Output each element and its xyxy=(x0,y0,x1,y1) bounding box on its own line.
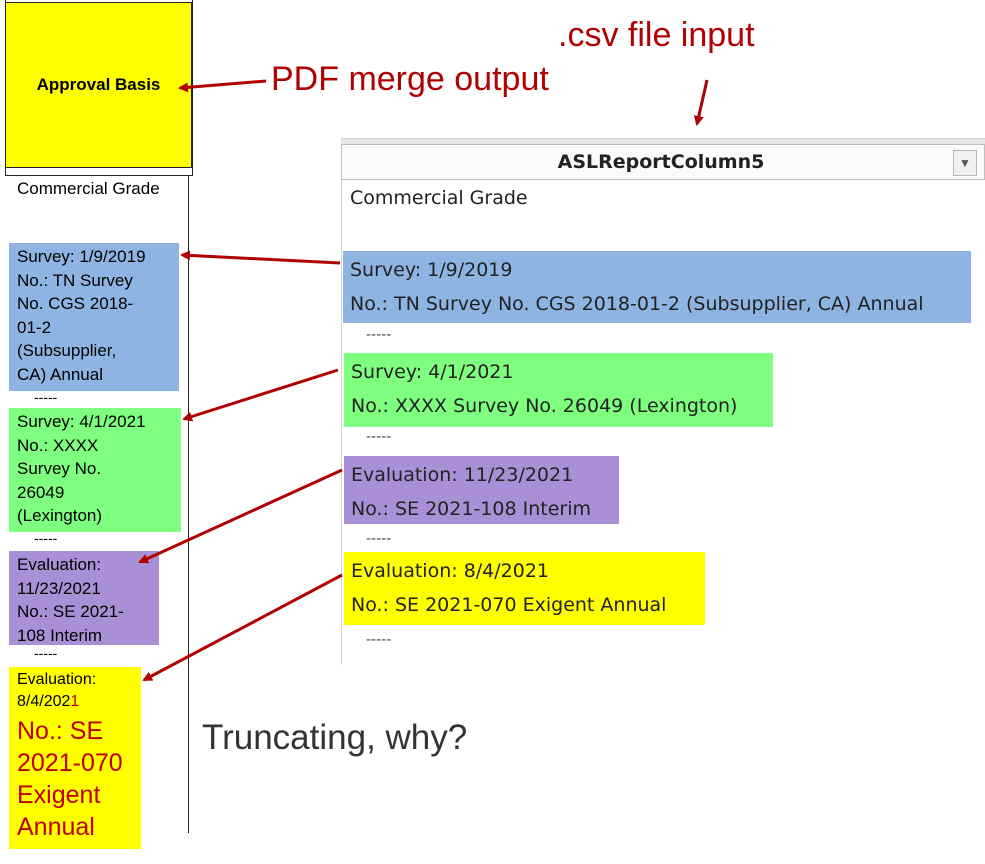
pdf-output-annotation: PDF merge output xyxy=(271,60,549,98)
pdf-line: No. CGS 2018- xyxy=(17,294,134,313)
pdf-line: Survey: 4/1/2021 xyxy=(17,412,146,431)
column-header-cell[interactable] xyxy=(341,144,985,180)
spreadsheet-top-strip xyxy=(341,138,985,145)
pdf-cell-border xyxy=(188,176,189,833)
csv-separator: ----- xyxy=(366,531,392,547)
pdf-line: No.: TN Survey xyxy=(17,270,133,290)
csv-line: No.: SE 2021-070 Exigent Annual xyxy=(351,594,667,616)
pdf-line: Exigent xyxy=(17,781,101,809)
column-header-label: ASLReportColumn5 xyxy=(557,151,765,173)
arrow-block-4 xyxy=(142,573,343,682)
arrow-csv-to-column xyxy=(693,79,709,126)
csv-line: No.: TN Survey No. CGS 2018-01-2 (Subsup… xyxy=(350,293,924,315)
csv-survey-block-1: Survey: 1/9/2019 No.: TN Survey No. CGS … xyxy=(343,251,971,323)
pdf-evaluation-block-2: Evaluation: 8/4/2021 No.: SE 2021-070 Ex… xyxy=(9,667,141,849)
pdf-line: No.: XXXX xyxy=(17,435,99,455)
pdf-truncated-text: No.: SE 2021-070 Exigent Annual xyxy=(17,715,141,843)
csv-line: No.: XXXX Survey No. 26049 (Lexington) xyxy=(351,395,738,417)
csv-separator: ----- xyxy=(366,632,392,648)
pdf-line: 2021-070 xyxy=(17,749,123,777)
pdf-line: Survey No. xyxy=(17,459,102,478)
arrow-block-2 xyxy=(182,368,339,422)
pdf-header-label: Approval Basis xyxy=(36,75,161,94)
csv-line: Evaluation: 11/23/2021 xyxy=(351,464,574,486)
pdf-line: (Subsupplier, xyxy=(17,341,117,360)
pdf-line: (Lexington) xyxy=(17,506,103,525)
csv-evaluation-block-2: Evaluation: 8/4/2021 No.: SE 2021-070 Ex… xyxy=(344,552,705,625)
pdf-line: No.: SE xyxy=(17,717,104,745)
pdf-line: Survey: 1/9/2019 xyxy=(17,247,146,266)
csv-input-annotation: .csv file input xyxy=(558,16,755,54)
pdf-separator: ----- xyxy=(34,645,58,661)
pdf-line: 01-2 xyxy=(17,317,52,337)
csv-commercial-grade: Commercial Grade xyxy=(350,187,528,209)
pdf-evaluation-block-1: Evaluation: 11/23/2021 No.: SE 2021- 108… xyxy=(9,551,159,645)
csv-line: Survey: 4/1/2021 xyxy=(351,361,514,383)
csv-survey-block-2: Survey: 4/1/2021 No.: XXXX Survey No. 26… xyxy=(344,353,773,427)
csv-line: Evaluation: 8/4/2021 xyxy=(351,560,550,582)
pdf-line: Annual xyxy=(17,813,95,841)
filter-dropdown-button[interactable]: ▼ xyxy=(953,150,977,176)
pdf-separator: ----- xyxy=(34,530,58,546)
pdf-separator: ----- xyxy=(34,389,58,405)
pdf-line: Evaluation: xyxy=(17,555,102,574)
csv-line: No.: SE 2021-108 Interim xyxy=(351,498,591,520)
pdf-date-last-digit: 1 xyxy=(70,693,80,710)
csv-separator: ----- xyxy=(366,429,392,445)
dropdown-arrow-icon: ▼ xyxy=(959,156,971,170)
pdf-line: 8/4/2021 xyxy=(17,691,141,713)
csv-line: Survey: 1/9/2019 xyxy=(350,259,513,281)
pdf-line: No.: SE 2021- xyxy=(17,602,124,621)
pdf-date-text: 8/4/202 xyxy=(17,693,71,710)
arrow-block-1 xyxy=(180,250,341,265)
pdf-header-divider xyxy=(5,175,193,176)
pdf-column-border xyxy=(192,0,193,175)
pdf-survey-block-2: Survey: 4/1/2021 No.: XXXX Survey No. 26… xyxy=(9,408,181,532)
pdf-commercial-grade: Commercial Grade xyxy=(17,179,160,198)
csv-evaluation-block-1: Evaluation: 11/23/2021 No.: SE 2021-108 … xyxy=(344,456,619,524)
pdf-column-header: Approval Basis xyxy=(5,2,192,168)
pdf-line: Evaluation: xyxy=(17,671,97,688)
pdf-line: 108 Interim xyxy=(17,625,103,645)
pdf-line: 11/23/2021 xyxy=(17,578,101,598)
pdf-survey-block-1: Survey: 1/9/2019 No.: TN Survey No. CGS … xyxy=(9,243,179,391)
pdf-line: CA) Annual xyxy=(17,364,103,384)
pdf-line: 26049 xyxy=(17,482,65,502)
question-annotation: Truncating, why? xyxy=(202,718,468,757)
csv-separator: ----- xyxy=(366,327,392,343)
